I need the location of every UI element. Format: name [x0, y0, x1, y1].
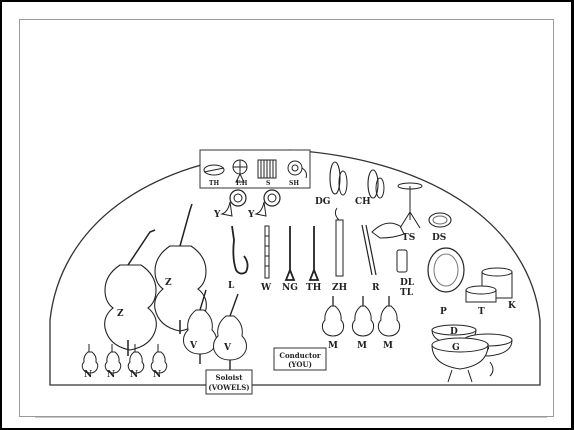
clarinet-ng: [284, 226, 296, 281]
bass-drum-p: [427, 247, 465, 293]
soloist-label: Soloist: [216, 373, 244, 382]
flute-w: [264, 225, 270, 279]
label-s-sound: S: [266, 180, 270, 187]
label-z-right: Z: [165, 278, 172, 288]
label-l: L: [228, 281, 235, 291]
label-y-right: Y: [247, 210, 255, 220]
guiro-dltl: [396, 249, 408, 273]
conductor-label: Conductor: [279, 351, 320, 360]
hose-icon: [287, 160, 307, 179]
cymbals-dg: [329, 161, 348, 196]
divider: [35, 417, 547, 418]
label-k: K: [508, 301, 517, 311]
label-m2: M: [357, 341, 367, 351]
label-g: G: [452, 343, 460, 353]
label-n3: N: [130, 370, 138, 380]
conductor-box: Conductor (YOU): [273, 347, 327, 371]
label-v-left: V: [189, 341, 198, 351]
label-zh: ZH: [332, 283, 348, 293]
label-t: T: [478, 307, 485, 317]
fricatives-box: TH F.H S SH: [199, 149, 311, 189]
violins-m: [321, 296, 401, 337]
radiator-icon: [257, 159, 277, 179]
label-tl: TL: [400, 288, 414, 298]
label-d: D: [450, 327, 458, 337]
label-th-sound: TH: [209, 180, 219, 187]
fan-icon: [232, 159, 248, 183]
trombone-r: [361, 222, 405, 276]
label-p: P: [440, 307, 447, 317]
label-w: W: [260, 283, 272, 293]
saxophone-l: [231, 225, 249, 275]
page-frame: [19, 19, 554, 417]
label-sh-sound: SH: [289, 180, 299, 187]
label-fh-sound: F.H: [236, 180, 248, 187]
timpani-g: [431, 337, 494, 383]
snare-drum-t: [465, 285, 497, 303]
label-ng: NG: [282, 283, 298, 293]
label-dg: DG: [315, 197, 331, 207]
label-ch: CH: [355, 197, 371, 207]
label-r: R: [372, 283, 380, 293]
label-m1: M: [328, 341, 338, 351]
viola-left: [183, 289, 217, 364]
bassoon-zh: [334, 207, 344, 277]
label-n2: N: [107, 370, 115, 380]
label-z-left: Z: [117, 309, 124, 319]
label-y-left: Y: [213, 210, 221, 220]
conductor-sub-label: (YOU): [288, 360, 312, 369]
double-bass-right: [154, 203, 207, 334]
hihat-ts: [397, 182, 423, 229]
label-ds: DS: [432, 233, 446, 243]
label-th-clarinet: TH: [306, 283, 322, 293]
double-bass-left: [104, 229, 157, 356]
cymbals-ch: [367, 169, 385, 199]
shaker-icon: [203, 164, 225, 176]
french-horns: [220, 189, 281, 217]
label-m3: M: [383, 341, 393, 351]
label-ts: TS: [402, 233, 415, 243]
soloist-sub-label: (VOWELS): [208, 383, 249, 392]
violins-n: [81, 344, 168, 374]
viola-right: [213, 293, 247, 370]
tambourine-ds: [428, 212, 452, 228]
label-n4: N: [153, 370, 161, 380]
clarinet-th: [308, 226, 320, 281]
label-n1: N: [84, 370, 92, 380]
label-v-right: V: [223, 343, 232, 353]
label-dl: DL: [400, 278, 415, 288]
soloist-box: Soloist (VOWELS): [205, 369, 253, 395]
